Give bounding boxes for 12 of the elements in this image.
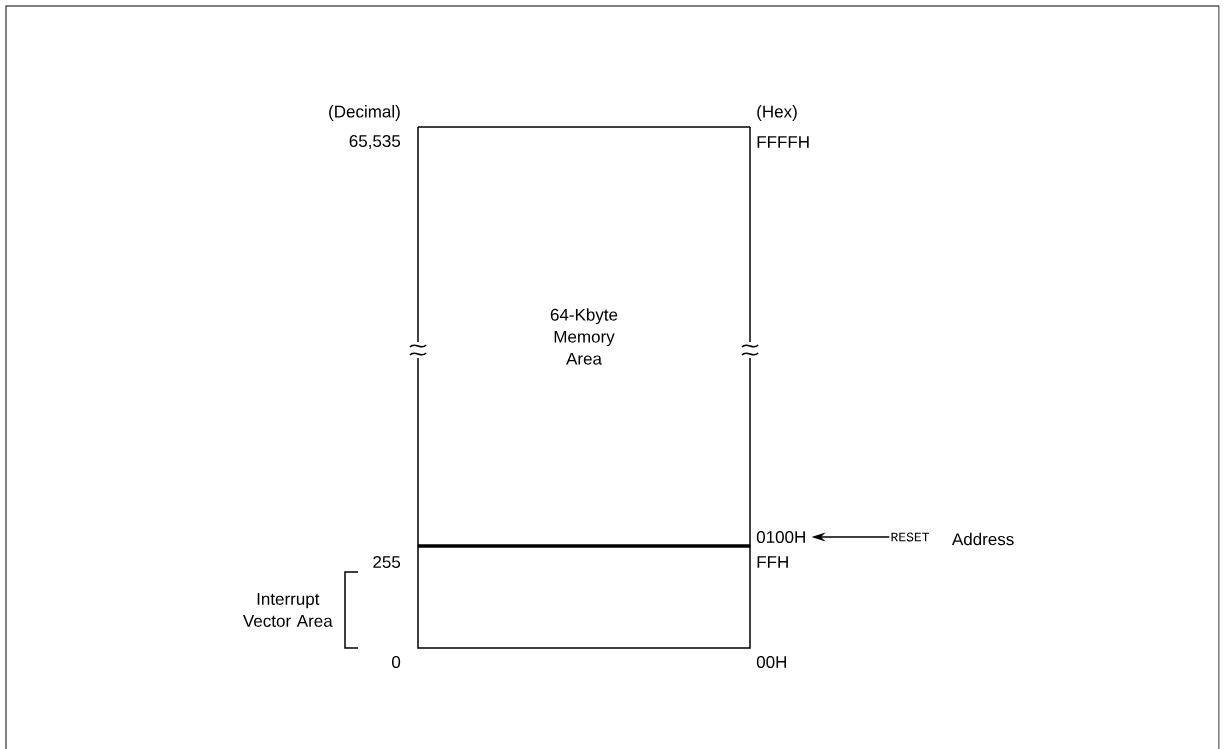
- signal-name: RESET: [891, 532, 929, 542]
- address-label: FFFFH: [757, 136, 809, 148]
- address-label: FFH: [757, 556, 788, 568]
- address-label: 0: [392, 656, 401, 669]
- address-label: (Decimal): [329, 105, 400, 121]
- address-label: 0100H: [756, 531, 805, 544]
- address-label: 255: [373, 556, 401, 569]
- address-label: 00H: [756, 656, 786, 669]
- address-label: (Hex): [757, 105, 797, 121]
- vector-area-box: [417, 544, 751, 649]
- area-label: Interrupt Vector Area: [243, 593, 333, 627]
- note-text: Address: [951, 532, 1014, 546]
